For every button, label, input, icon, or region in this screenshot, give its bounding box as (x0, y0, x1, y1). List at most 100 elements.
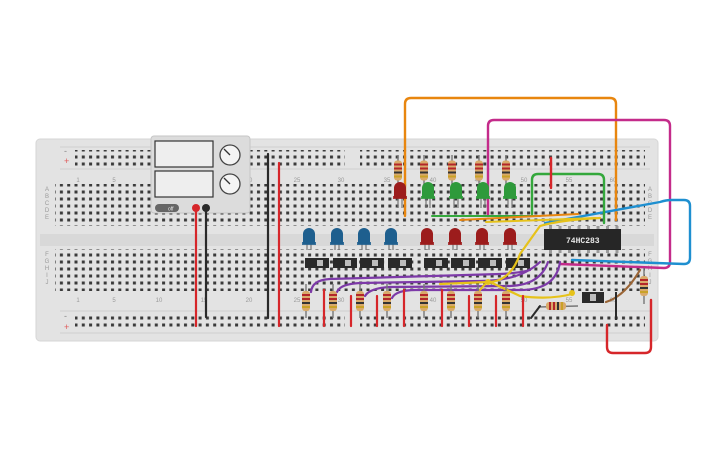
bottom-resistor-6 (447, 284, 455, 318)
row-label-b-right: B (648, 194, 652, 200)
bottom-column-label-12: 60 (610, 298, 617, 304)
bottom-led-7 (475, 228, 489, 250)
slide-switch-2[interactable] (333, 258, 357, 268)
vertical-resistor-right (640, 268, 648, 304)
top-column-label-7: 35 (384, 178, 391, 184)
row-label-h-left: H (45, 266, 49, 272)
wire-purple-4 (390, 260, 562, 300)
slide-switch-6[interactable] (451, 258, 475, 268)
top-led-1 (393, 182, 407, 208)
row-label-e-right: E (648, 215, 652, 221)
bottom-resistor-row (302, 284, 525, 328)
slide-switch-3[interactable] (360, 258, 384, 268)
row-label-c-left: C (45, 201, 50, 207)
rail-minus-label-bottom: - (64, 311, 67, 321)
bottom-column-label-5: 25 (294, 298, 301, 304)
bottom-column-label-0: 1 (76, 298, 80, 304)
top-led-4 (476, 182, 490, 208)
top-resistor-3 (448, 155, 456, 186)
bottom-resistor-4 (383, 284, 391, 318)
bottom-led-2 (330, 228, 344, 250)
wire-yellow-2 (478, 280, 574, 299)
slide-switch-8[interactable] (506, 258, 530, 268)
bottom-bus-wires (309, 216, 642, 304)
bottom-led-row (302, 228, 517, 250)
slide-switch-5[interactable] (424, 258, 448, 268)
wire-junction-yellow-1 (485, 279, 491, 285)
bottom-column-label-1: 5 (112, 298, 116, 304)
wire-orange (403, 96, 618, 222)
bottom-resistor-1 (302, 284, 310, 318)
top-led-2 (421, 182, 435, 208)
row-label-f-right: F (648, 252, 652, 258)
wire-junction-yellow-2 (569, 290, 575, 296)
top-column-label-0: 1 (76, 178, 80, 184)
row-label-h-right: H (648, 266, 652, 272)
row-label-j-right: J (649, 280, 652, 286)
wire-green-loop (530, 172, 606, 225)
wire-black-diagonal (530, 305, 541, 319)
wire-purple-1 (309, 268, 532, 294)
row-label-g-left: G (45, 259, 50, 265)
bottom-resistor-7 (474, 284, 482, 318)
bottom-resistor-8 (502, 284, 510, 318)
row-label-d-right: D (648, 208, 653, 214)
top-column-label-5: 25 (294, 178, 301, 184)
pushbutton-switch[interactable] (582, 292, 604, 303)
row-label-e-left: E (45, 215, 49, 221)
power-supply-switch[interactable] (155, 204, 179, 212)
bottom-led-5 (420, 228, 434, 250)
bottom-resistor-3 (356, 284, 364, 318)
top-resistor-row (394, 155, 510, 186)
switch-row (305, 258, 530, 268)
ic-chip-74hc283: 74HC283 (544, 226, 621, 253)
top-column-label-6: 30 (338, 178, 345, 184)
row-label-a-left: A (45, 187, 49, 193)
row-label-b-left: B (45, 194, 49, 200)
row-label-d-left: D (45, 208, 50, 214)
top-column-label-12: 60 (610, 178, 617, 184)
slide-switch-1[interactable] (305, 258, 329, 268)
slide-switch-7[interactable] (478, 258, 502, 268)
bottom-led-6 (448, 228, 462, 250)
bottom-resistor-5 (420, 284, 428, 318)
horizontal-resistor (537, 302, 579, 310)
top-resistor-5 (502, 155, 510, 186)
top-resistor-2 (420, 155, 428, 186)
bottom-power-rail (60, 310, 650, 334)
row-label-i-left: I (46, 273, 48, 279)
top-led-3 (449, 182, 463, 208)
row-label-f-left: F (45, 252, 49, 258)
row-label-j-left: J (46, 280, 49, 286)
rail-plus-label-bottom: + (64, 322, 69, 332)
slide-switch-4[interactable] (388, 258, 412, 268)
wire-red-bottom (605, 298, 653, 355)
top-column-label-10: 50 (521, 178, 528, 184)
top-column-label-11: 55 (566, 178, 573, 184)
overhead-wires (403, 96, 692, 355)
row-label-i-right: I (649, 273, 651, 279)
bottom-column-label-2: 10 (156, 298, 163, 304)
top-led-5 (503, 182, 517, 208)
bottom-led-1 (302, 228, 316, 250)
rail-plus-label-top: + (64, 156, 69, 166)
power-supply-display-top (154, 140, 214, 168)
wire-purple-2 (335, 260, 542, 294)
power-supply-switch-label: off (168, 207, 174, 213)
top-column-label-1: 5 (112, 178, 116, 184)
wire-yellow-1 (438, 216, 602, 286)
top-led-row (393, 182, 517, 208)
power-wires (194, 152, 281, 328)
bottom-column-label-3: 15 (201, 298, 208, 304)
power-supply-display-bottom (154, 170, 214, 198)
bottom-column-label-8: 40 (430, 298, 437, 304)
ic-chip-label: 74HC283 (566, 237, 600, 246)
bottom-column-label-6: 30 (338, 298, 345, 304)
bottom-column-label-10: 50 (521, 298, 528, 304)
wire-brown (604, 268, 642, 304)
bottom-column-label-4: 20 (246, 298, 253, 304)
bottom-led-8 (503, 228, 517, 250)
top-column-label-8: 40 (430, 178, 437, 184)
